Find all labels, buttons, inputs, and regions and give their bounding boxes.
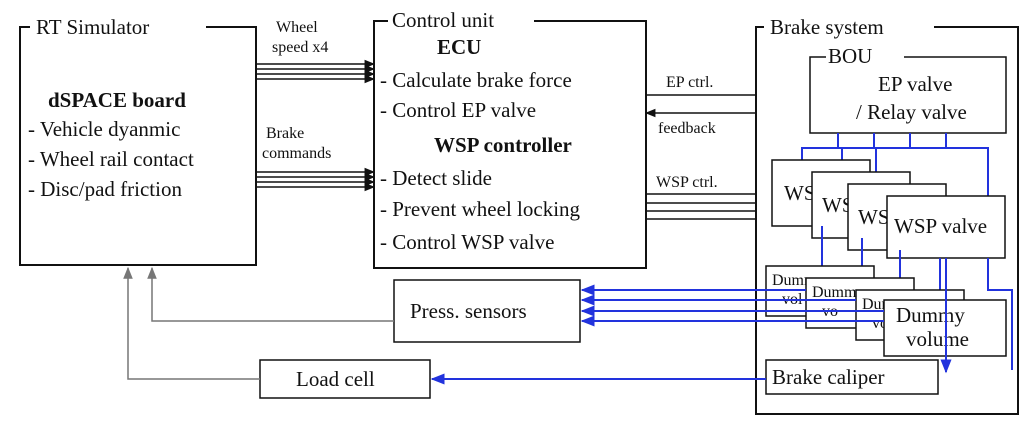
brake-system-title: Brake system: [770, 15, 884, 39]
ep-ctrl-label: EP ctrl.: [666, 74, 713, 91]
svg-text:WS: WS: [784, 181, 816, 205]
load-cell-block: Load cell: [123, 266, 766, 399]
brake-command-signals: Brake commands: [256, 125, 376, 192]
svg-text:Dummy: Dummy: [896, 303, 965, 327]
wsp-item-3: - Control WSP valve: [380, 230, 554, 254]
load-cell-label: Load cell: [296, 367, 375, 391]
wheel-speed-label-1: Wheel: [276, 19, 318, 36]
brake-cmd-label-1: Brake: [266, 125, 304, 142]
control-unit-title: Control unit: [392, 8, 494, 32]
svg-text:volume: volume: [906, 327, 969, 351]
svg-text:WSP valve: WSP valve: [894, 214, 987, 238]
brake-caliper-label: Brake caliper: [772, 365, 885, 389]
wsp-ctrl-label: WSP ctrl.: [656, 174, 718, 191]
ecu-item-2: - Control EP valve: [380, 98, 536, 122]
ecu-label: ECU: [437, 35, 481, 59]
wheel-speed-label-2: speed x4: [272, 39, 328, 56]
feedback-label: feedback: [658, 120, 716, 137]
rt-item-1: - Vehicle dyanmic: [28, 117, 180, 141]
ep-valve-label-2: / Relay valve: [856, 100, 967, 124]
rt-simulator-block: RT Simulator dSPACE board - Vehicle dyan…: [19, 14, 257, 266]
wsp-valve-4: [886, 195, 1006, 259]
rt-item-2: - Wheel rail contact: [28, 147, 194, 171]
rt-item-3: - Disc/pad friction: [28, 177, 182, 201]
wsp-item-2: - Prevent wheel locking: [380, 197, 581, 221]
wheel-speed-signals: Wheel speed x4: [256, 19, 376, 84]
brake-caliper-box: [765, 359, 939, 395]
brake-system-block: Brake system BOU EP valve / Relay valve …: [755, 14, 1019, 415]
brake-cmd-label-2: commands: [262, 145, 331, 162]
rt-simulator-title: RT Simulator: [36, 15, 149, 39]
bou-label: BOU: [828, 44, 872, 68]
ep-valve-label-1: EP valve: [878, 72, 952, 96]
svg-text:Dummy: Dummy: [812, 284, 864, 301]
wsp-controller-label: WSP controller: [434, 133, 572, 157]
control-unit-block: Control unit ECU - Calculate brake force…: [373, 8, 647, 269]
ecu-item-1: - Calculate brake force: [380, 68, 572, 92]
svg-text:WS: WS: [858, 205, 890, 229]
wsp-item-1: - Detect slide: [380, 166, 492, 190]
dspace-board-label: dSPACE board: [48, 88, 186, 112]
bou-box: [809, 56, 1007, 134]
press-sensors-block: Press. sensors: [147, 266, 884, 343]
press-sensors-label: Press. sensors: [410, 299, 527, 323]
